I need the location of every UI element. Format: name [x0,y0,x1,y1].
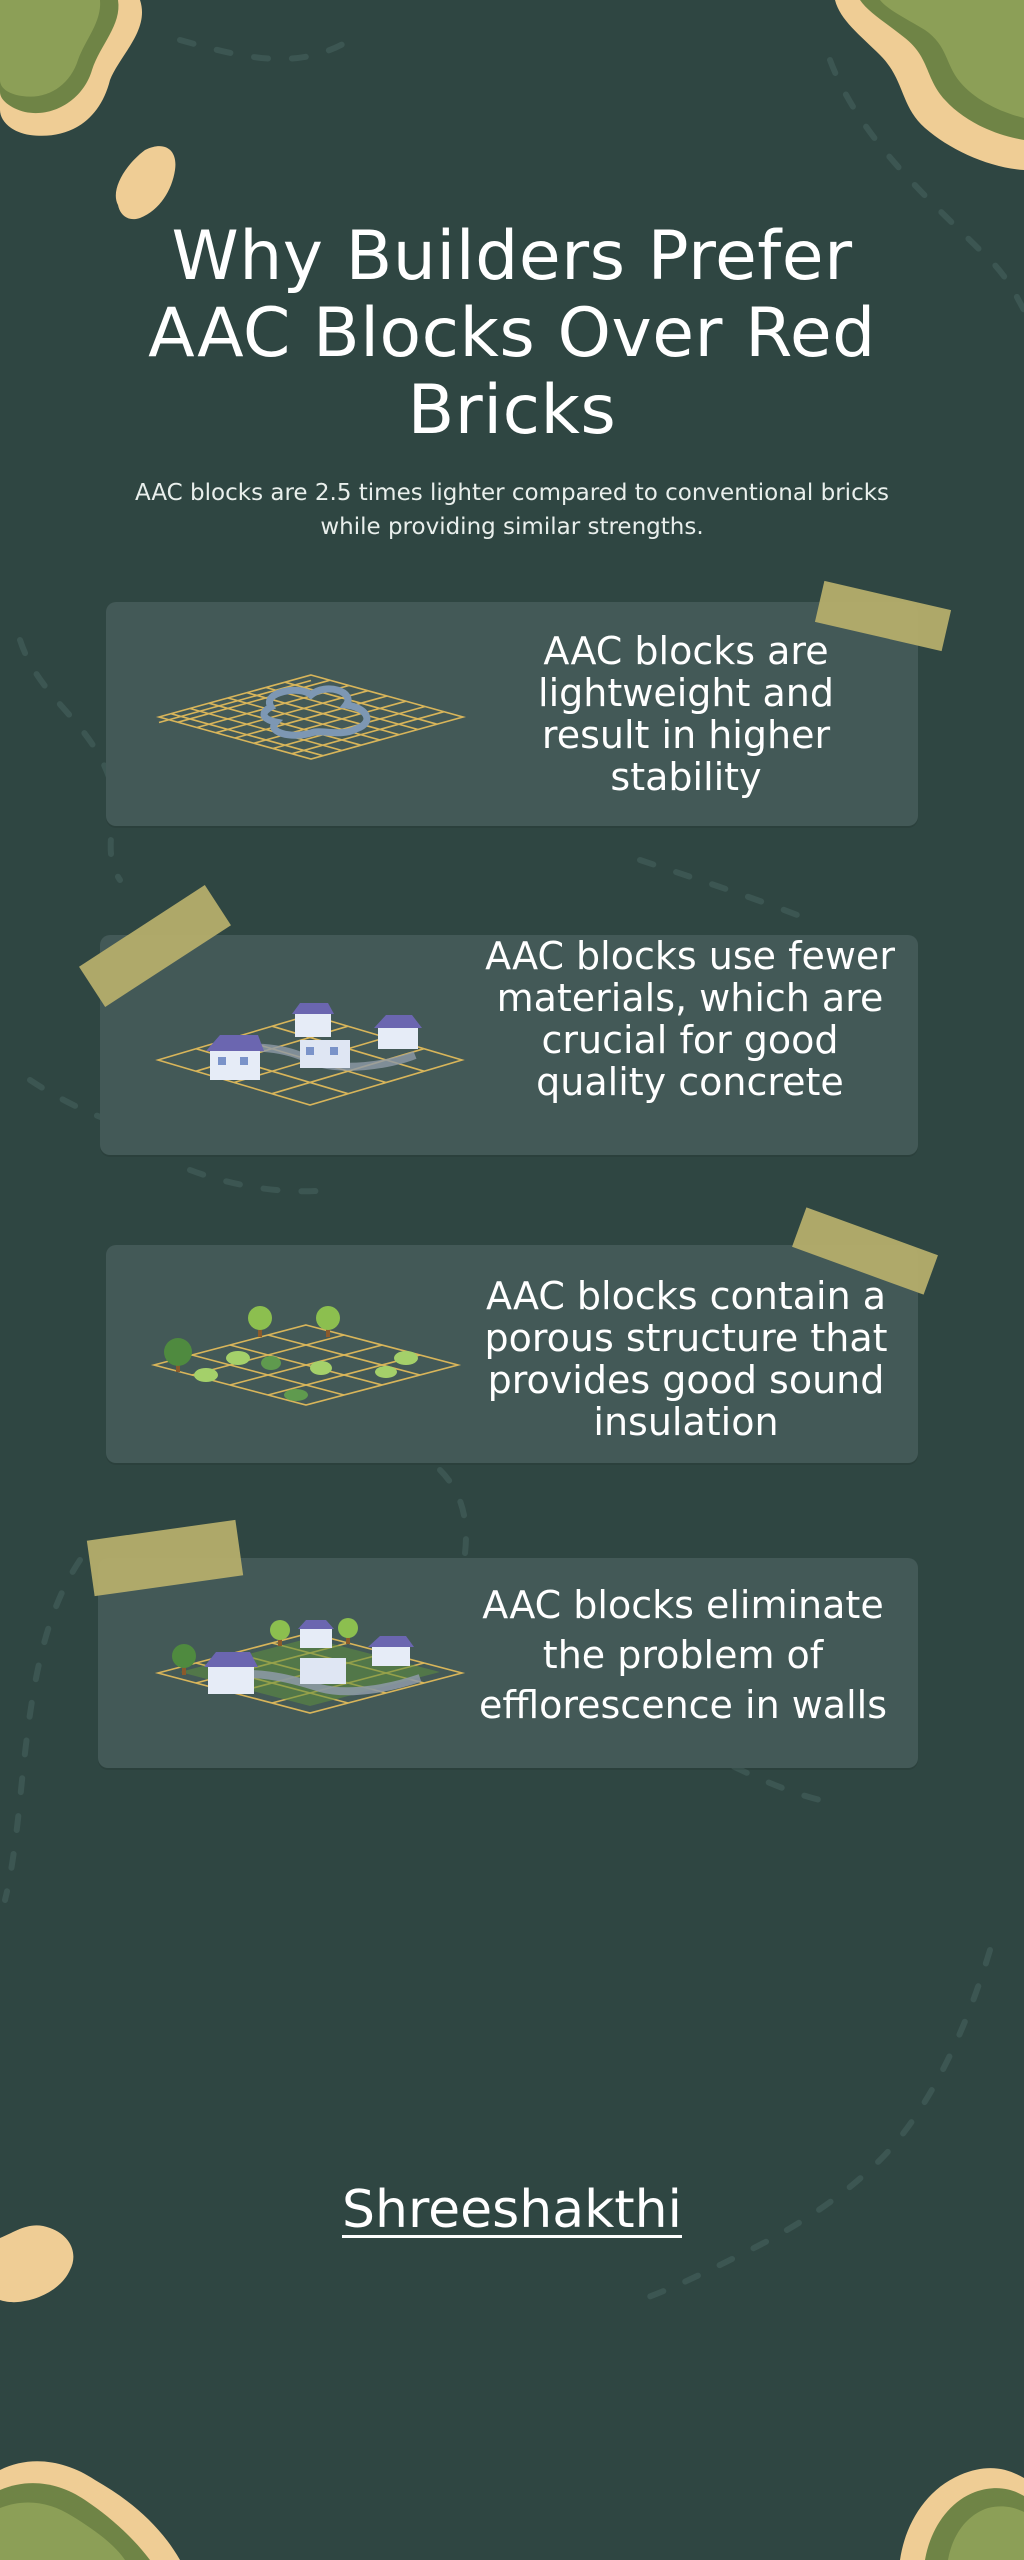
bush-icon [226,1351,250,1365]
house-icon [292,1003,334,1037]
brand-name[interactable]: Shreeshakthi [341,2180,682,2240]
bush-icon [375,1366,397,1378]
page-subtitle: AAC blocks are 2.5 times lighter compare… [134,480,890,540]
tree-icon [338,1618,358,1644]
card-text: AAC blocks eliminate the problem of effl… [478,1583,888,1727]
rock-icon [0,2225,74,2303]
houses-on-grid-icon [155,1003,465,1106]
island-bottom-right-icon [900,2468,1024,2560]
house-icon [368,1636,414,1666]
card-text: AAC blocks contain a porous structure th… [484,1274,888,1444]
rock-icon [115,146,176,220]
town-on-grid-icon [154,1618,466,1714]
house-icon [300,1658,346,1684]
card-text: AAC blocks are lightweight and result in… [538,629,834,799]
house-icon [374,1015,422,1049]
bush-icon [394,1351,418,1365]
bush-icon [194,1368,218,1382]
bush-icon [261,1356,281,1370]
tree-icon [172,1644,196,1675]
tree-icon [248,1306,272,1337]
tree-icon [270,1620,290,1646]
house-icon [204,1652,258,1694]
benefit-card: AAC blocks contain a porous structure th… [106,1245,918,1463]
card-text: AAC blocks use fewer materials, which ar… [485,934,895,1104]
island-top-right-icon [835,0,1024,170]
benefit-card: AAC blocks use fewer materials, which ar… [100,935,918,1155]
island-bottom-left-icon [0,2461,180,2560]
tree-icon [164,1338,192,1372]
page-title: Why Builders Prefer AAC Blocks Over Red … [148,217,876,450]
house-icon [206,1035,264,1080]
house-icon [300,1040,350,1068]
benefit-card: AAC blocks are lightweight and result in… [106,602,918,826]
house-icon [298,1620,334,1648]
grid-with-road-icon [155,674,467,760]
bush-icon [284,1389,308,1401]
tree-icon [316,1306,340,1337]
bush-icon [310,1361,332,1375]
benefit-card: AAC blocks eliminate the problem of effl… [98,1558,918,1768]
trees-on-grid-icon [150,1306,462,1406]
island-top-left-icon [0,0,143,136]
